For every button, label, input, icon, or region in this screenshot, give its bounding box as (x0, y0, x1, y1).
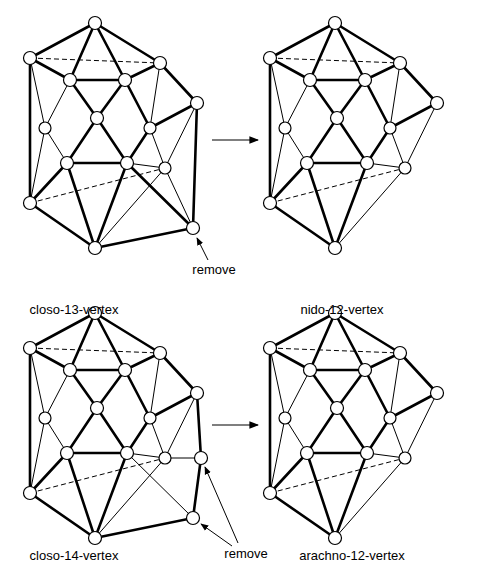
polyhedron-label: closo-14-vertex (30, 548, 119, 564)
callout-label: remove (224, 546, 267, 562)
polyhedron-label: closo-13-vertex (30, 302, 119, 318)
callout-label: remove (192, 262, 235, 278)
polyhedron-label: arachno-12-vertex (299, 548, 405, 564)
polyhedron-label: nido-12-vertex (300, 302, 383, 318)
